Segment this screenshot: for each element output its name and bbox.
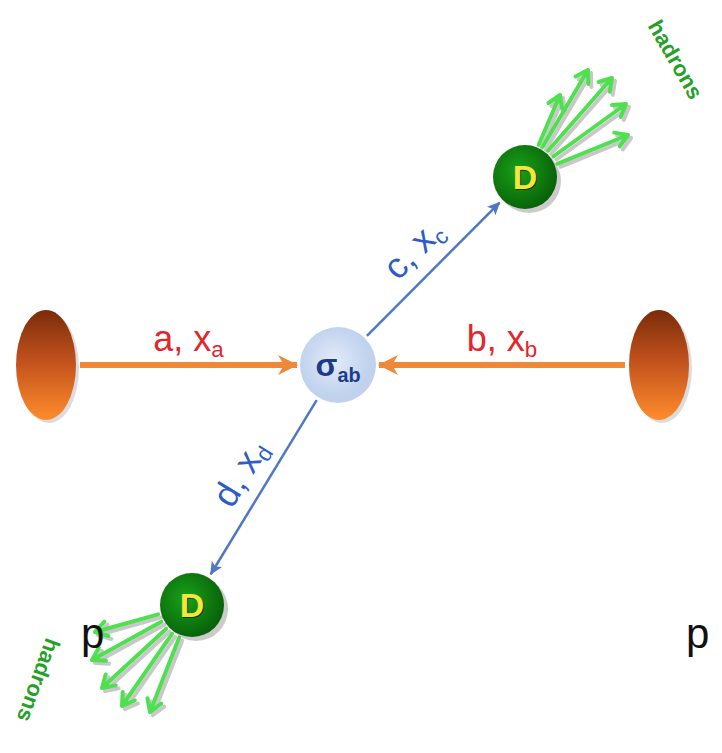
proton-ellipse: p <box>15 309 77 421</box>
hadron-label: hadrons <box>643 16 707 103</box>
fragment-body <box>160 573 224 637</box>
node-text: p <box>81 613 104 655</box>
connector-arrow <box>379 362 625 368</box>
proton-ellipse: p <box>628 309 690 421</box>
node-text: D <box>513 160 538 194</box>
fragment-body <box>493 145 557 209</box>
proton-body <box>629 310 689 420</box>
hadron-arrow <box>560 136 631 167</box>
vertex-body <box>300 327 376 403</box>
fragmentation-circle: D <box>492 144 558 210</box>
proton-body <box>16 310 76 420</box>
hadron-rays <box>92 70 631 715</box>
hadron-arrow <box>557 133 628 164</box>
hadron-label: hadrons <box>12 635 64 725</box>
parton-label: c, xc <box>376 212 451 288</box>
parton-label: d, xd <box>205 432 275 513</box>
proton-ellipse-shape <box>15 309 77 421</box>
proton-ellipse-shape <box>628 309 690 421</box>
node-text: p <box>686 613 709 655</box>
connector-arrow <box>80 362 297 368</box>
fragmentation-circle: D <box>159 572 225 638</box>
parton-label: a, xa <box>153 319 223 359</box>
connector-arrow <box>367 203 500 336</box>
hard-scatter-circle: σab <box>300 327 376 403</box>
node-text: σab <box>315 349 360 381</box>
hadron-arrow <box>548 78 612 151</box>
node-text: D <box>180 588 205 622</box>
parton-label: b, xb <box>467 319 537 359</box>
hadron-arrow <box>147 638 179 712</box>
